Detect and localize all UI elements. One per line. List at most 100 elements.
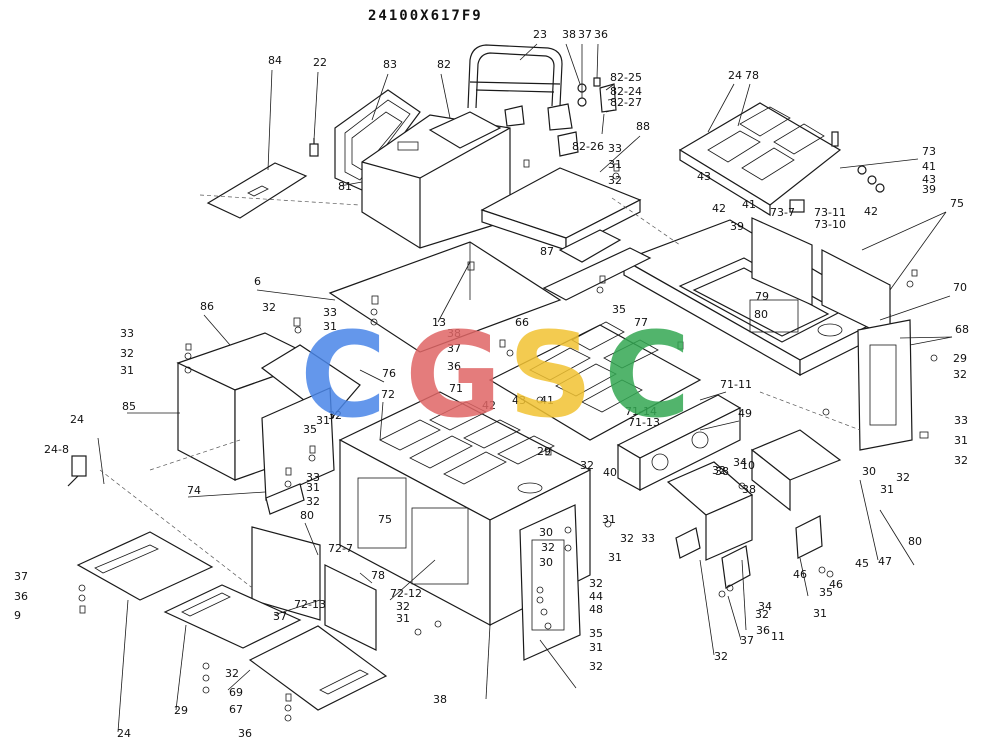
callout-label: 36 — [447, 360, 461, 373]
leader-line — [859, 479, 879, 561]
callout-label: 32 — [953, 368, 967, 381]
part-10-floor-plate — [163, 584, 302, 649]
callout-label: 29 — [174, 704, 188, 717]
callout-label: 78 — [745, 69, 759, 82]
leader-line — [741, 559, 747, 631]
leader-line — [605, 84, 614, 91]
part-22-latch — [309, 138, 319, 157]
callout-label: 72 — [381, 388, 395, 401]
callout-label: 32 — [328, 409, 342, 422]
leader-line — [889, 211, 947, 291]
callout-label: 49 — [738, 407, 752, 420]
callout-label: 80 — [754, 308, 768, 321]
callout-label: 24 — [70, 413, 84, 426]
callout-label: 32 — [396, 600, 410, 613]
callout-label: 71 — [449, 382, 463, 395]
callout-label: 29 — [537, 445, 551, 458]
leader-line — [440, 73, 451, 119]
callout-label: 34 — [758, 600, 772, 613]
callout-label: 38 — [562, 28, 576, 41]
callout-label: 32 — [896, 471, 910, 484]
leader-line — [389, 559, 436, 601]
callout-label: 32 — [620, 532, 634, 545]
leader-line — [596, 43, 599, 79]
leader-line — [339, 181, 363, 187]
callout-label: 72-7 — [328, 542, 353, 555]
leader-line — [799, 557, 809, 597]
callout-label: 40 — [603, 466, 617, 479]
callout-label: 41 — [742, 198, 756, 211]
callout-label: 31 — [396, 612, 410, 625]
callout-label: 44 — [589, 590, 603, 603]
drawing-number-text: 24100X617F9 — [368, 8, 483, 24]
callout-label: 73-11 — [814, 206, 846, 219]
leader-line — [519, 43, 538, 61]
callout-label: 32 — [714, 650, 728, 663]
callout-label: 33 — [641, 532, 655, 545]
callout-label: 80 — [300, 509, 314, 522]
callout-label: 35 — [819, 586, 833, 599]
leader-line — [909, 336, 953, 346]
callout-label: 87 — [540, 245, 554, 258]
part-48-brackets — [666, 429, 842, 589]
leader-line — [605, 109, 615, 113]
part-11-floor-plate — [76, 531, 214, 601]
callout-label: 66 — [515, 316, 529, 329]
callout-label: 45 — [855, 557, 869, 570]
callout-label: 36 — [756, 624, 770, 637]
callout-label: 32 — [120, 347, 134, 360]
callout-label: 42 — [482, 399, 496, 412]
callout-label: 81 — [338, 180, 352, 193]
callout-label: 9 — [14, 609, 21, 622]
leader-line — [117, 599, 129, 733]
callout-label: 37 — [740, 634, 754, 647]
leader-line — [304, 522, 319, 556]
leader-line — [359, 369, 385, 383]
callout-label: 23 — [533, 28, 547, 41]
callout-label: 33 — [608, 142, 622, 155]
leader-line — [899, 336, 953, 339]
leader-line — [699, 559, 715, 656]
part-49-bracket-plate — [616, 394, 742, 492]
callout-label: 31 — [608, 551, 622, 564]
callout-label: 24-8 — [44, 443, 69, 456]
callout-label: 41 — [540, 394, 554, 407]
callout-label: 35 — [589, 627, 603, 640]
part-67-front-bracket — [519, 504, 581, 661]
callout-label: 83 — [383, 58, 397, 71]
callout-label: 74 — [187, 484, 201, 497]
part-24-grille-deck — [678, 102, 842, 217]
callout-label: 6 — [254, 275, 261, 288]
part-6-floor-plate — [328, 229, 652, 353]
callout-label: 82-26 — [572, 140, 604, 153]
part-68-side-frame — [857, 319, 913, 451]
callout-label: 32 — [589, 577, 603, 590]
callout-label: 72-13 — [294, 598, 326, 611]
callout-label: 13 — [432, 316, 446, 329]
watermark-letter: C — [300, 306, 387, 444]
leader-line — [175, 624, 187, 711]
callout-label: 79 — [755, 290, 769, 303]
callout-label: 31 — [602, 513, 616, 526]
part-9-floor-plate — [248, 625, 388, 711]
callout-label: 36 — [238, 727, 252, 740]
callout-label: 73-10 — [814, 218, 846, 231]
callout-label: 46 — [793, 568, 807, 581]
callout-label: 73-7 — [770, 206, 795, 219]
callout-label: 78 — [371, 569, 385, 582]
callout-label: 31 — [608, 158, 622, 171]
leader-line — [727, 595, 742, 641]
callout-label: 37 — [578, 28, 592, 41]
callout-label: 36 — [594, 28, 608, 41]
callout-label: 82-27 — [610, 96, 642, 109]
callout-label: 67 — [229, 703, 243, 716]
callout-label: 37 — [14, 570, 28, 583]
callout-label: 24 — [728, 69, 742, 82]
part-73-hardware — [789, 131, 885, 213]
leader-line — [539, 639, 577, 689]
leader-line — [379, 401, 384, 441]
callout-label: 38 — [742, 483, 756, 496]
callout-label: 82-25 — [610, 71, 642, 84]
